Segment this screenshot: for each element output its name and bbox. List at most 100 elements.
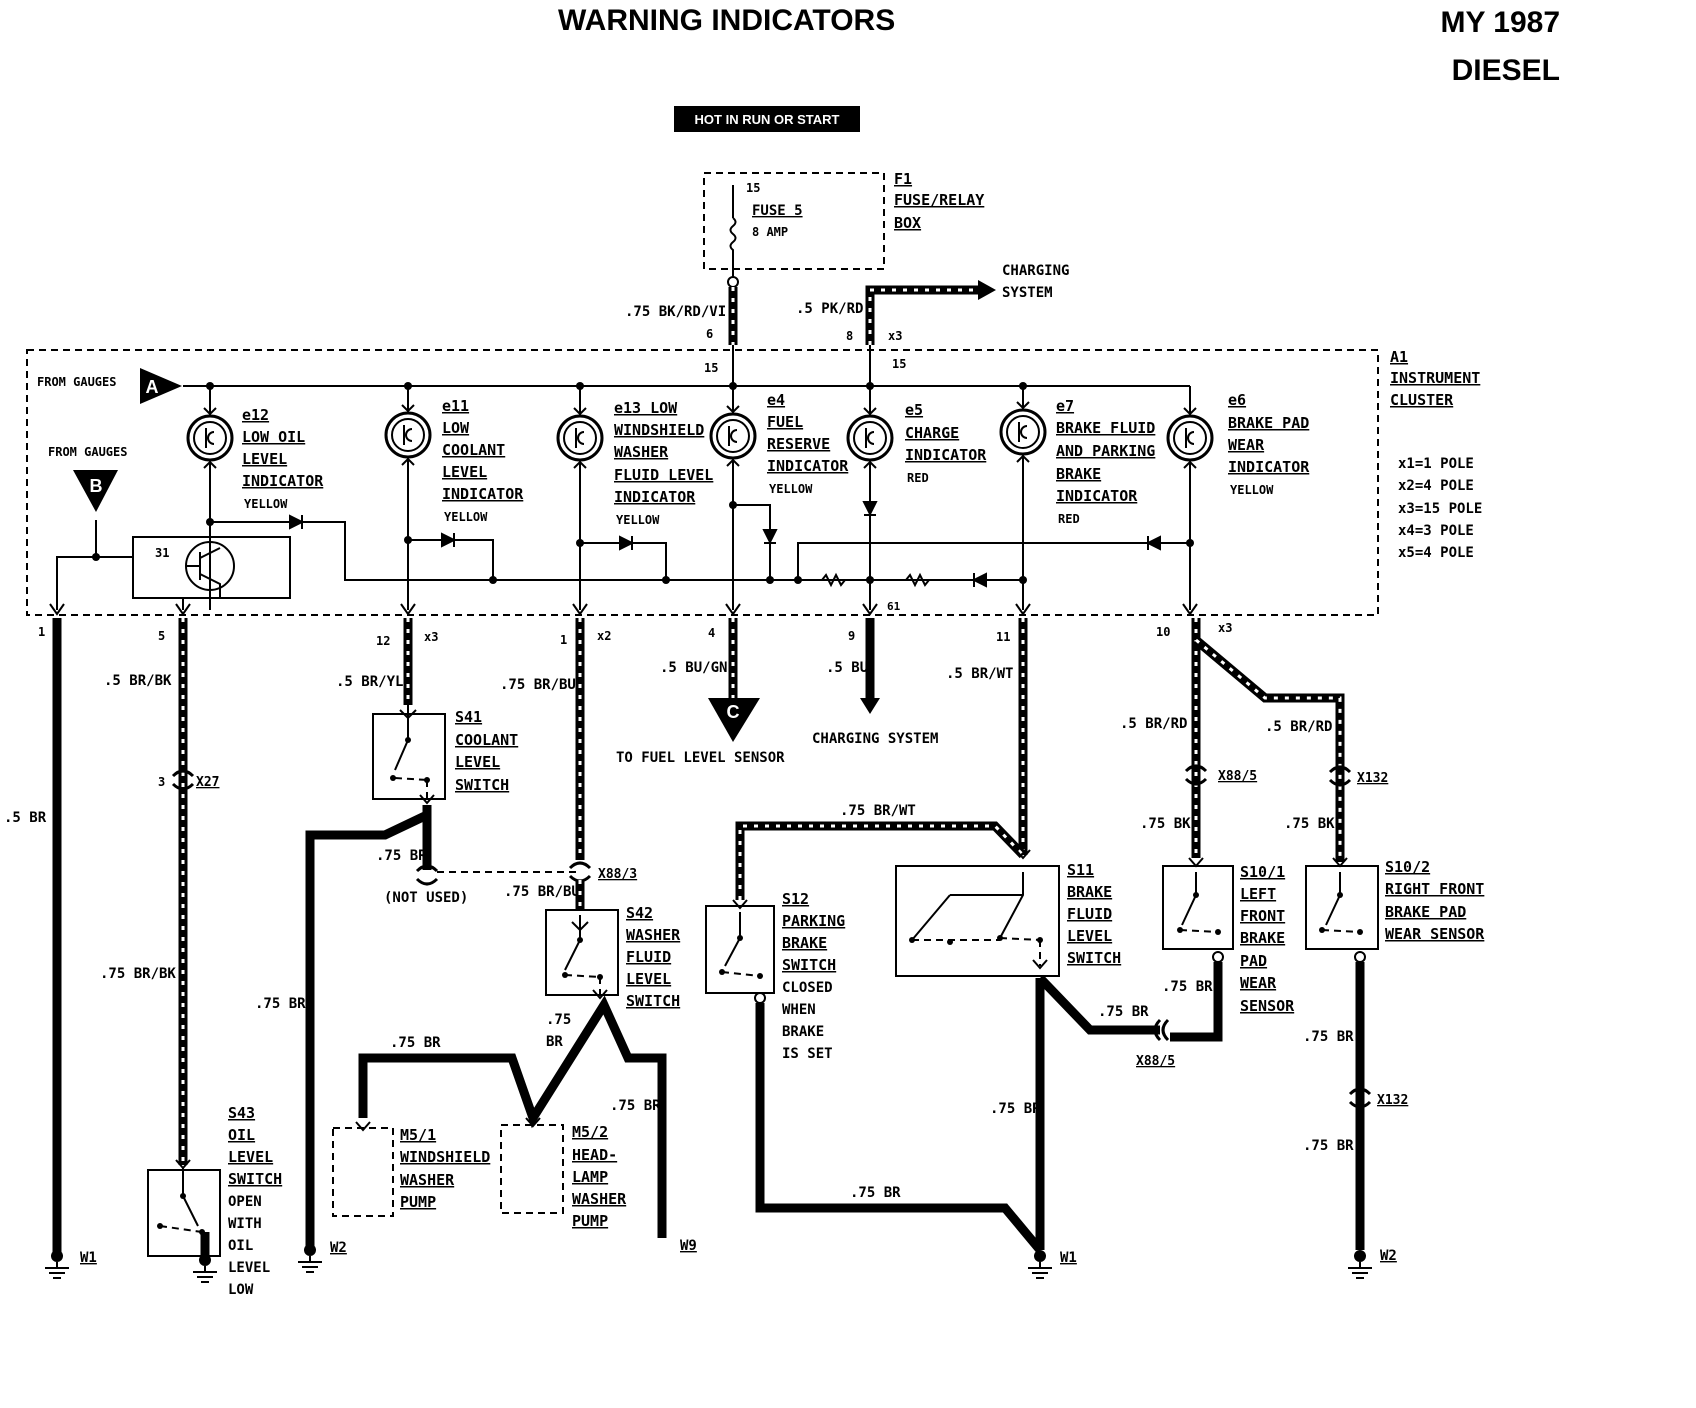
- svg-text:PARKING: PARKING: [782, 912, 845, 930]
- svg-text:S10/2: S10/2: [1385, 858, 1430, 876]
- schematic: WARNING INDICATORS MY 1987 DIESEL HOT IN…: [4, 4, 1560, 1298]
- svg-text:FROM GAUGES: FROM GAUGES: [37, 375, 116, 389]
- svg-text:A1: A1: [1390, 348, 1408, 366]
- brake-fluid-level-switch: S11 BRAKE FLUID LEVEL SWITCH: [895, 849, 1121, 977]
- svg-text:YELLOW: YELLOW: [444, 510, 488, 524]
- svg-text:WASHER: WASHER: [572, 1190, 627, 1208]
- svg-text:LAMP: LAMP: [572, 1168, 608, 1186]
- svg-text:61: 61: [887, 600, 901, 613]
- right-front-brake-pad-sensor: S10/2 RIGHT FRONT BRAKE PAD WEAR SENSOR: [1305, 857, 1485, 963]
- svg-text:SENSOR: SENSOR: [1240, 997, 1295, 1015]
- svg-text:BRAKE: BRAKE: [1240, 929, 1285, 947]
- lamp-e7-label: e7 BRAKE FLUID AND PARKING BRAKE INDICAT…: [1056, 397, 1155, 526]
- svg-text:x2=4 POLE: x2=4 POLE: [1398, 478, 1474, 494]
- svg-text:COOLANT: COOLANT: [442, 441, 505, 459]
- svg-text:15: 15: [704, 361, 718, 375]
- svg-text:LEVEL: LEVEL: [455, 753, 500, 771]
- wire-pumps: [358, 995, 667, 1238]
- svg-text:M5/2: M5/2: [572, 1123, 608, 1141]
- svg-text:X132: X132: [1377, 1093, 1408, 1108]
- svg-text:WINDSHIELD: WINDSHIELD: [400, 1148, 490, 1166]
- svg-text:INDICATOR: INDICATOR: [242, 472, 324, 490]
- svg-text:.5 BR/BK: .5 BR/BK: [104, 673, 172, 689]
- svg-text:.75 BR: .75 BR: [990, 1101, 1041, 1117]
- svg-text:RESERVE: RESERVE: [767, 435, 830, 453]
- svg-text:.75 BK: .75 BK: [1140, 816, 1191, 832]
- svg-text:.75 BR: .75 BR: [1162, 979, 1213, 995]
- svg-text:BR: BR: [546, 1034, 563, 1050]
- svg-text:B: B: [90, 476, 103, 496]
- svg-text:SYSTEM: SYSTEM: [1002, 285, 1053, 301]
- svg-text:PUMP: PUMP: [572, 1212, 608, 1230]
- svg-text:LEFT: LEFT: [1240, 885, 1276, 903]
- svg-text:WITH: WITH: [228, 1216, 262, 1232]
- svg-text:3: 3: [158, 775, 165, 789]
- svg-text:.5 BR/YL: .5 BR/YL: [336, 674, 403, 690]
- svg-text:WEAR: WEAR: [1240, 974, 1277, 992]
- svg-text:YELLOW: YELLOW: [769, 482, 813, 496]
- svg-text:15: 15: [892, 357, 906, 371]
- engine-type: DIESEL: [1452, 54, 1560, 87]
- svg-text:INDICATOR: INDICATOR: [767, 457, 849, 475]
- svg-text:x5=4 POLE: x5=4 POLE: [1398, 545, 1474, 561]
- svg-text:INDICATOR: INDICATOR: [442, 485, 524, 503]
- svg-text:1: 1: [38, 625, 45, 639]
- svg-text:LOW OIL: LOW OIL: [242, 428, 305, 446]
- svg-text:.75: .75: [546, 1012, 571, 1028]
- svg-text:e12: e12: [242, 406, 269, 424]
- svg-text:A: A: [146, 377, 159, 397]
- svg-text:FROM GAUGES: FROM GAUGES: [48, 445, 127, 459]
- svg-text:X132: X132: [1357, 771, 1388, 786]
- svg-text:S11: S11: [1067, 861, 1094, 879]
- svg-text:.5 BR: .5 BR: [4, 810, 47, 826]
- svg-text:8: 8: [846, 329, 853, 343]
- svg-text:.5 BU: .5 BU: [826, 660, 868, 676]
- ground-w9: W9: [680, 1238, 697, 1254]
- svg-text:.75 BR: .75 BR: [1303, 1029, 1354, 1045]
- connector-a-flag: [140, 368, 182, 404]
- svg-text:e7: e7: [1056, 397, 1074, 415]
- svg-text:FUSE/RELAY: FUSE/RELAY: [894, 191, 984, 209]
- svg-text:LEVEL: LEVEL: [228, 1260, 270, 1276]
- svg-text:SWITCH: SWITCH: [228, 1170, 282, 1188]
- svg-text:BRAKE: BRAKE: [782, 934, 827, 952]
- svg-text:CHARGING: CHARGING: [1002, 263, 1069, 279]
- svg-text:F1: F1: [894, 170, 912, 188]
- svg-text:INDICATOR: INDICATOR: [1056, 487, 1138, 505]
- svg-text:.75 BR: .75 BR: [390, 1035, 441, 1051]
- diodes: [289, 501, 1161, 588]
- hot-in-run-label: HOT IN RUN OR START: [674, 106, 860, 132]
- lamp-e12-label: e12 LOW OIL LEVEL INDICATOR YELLOW: [242, 406, 324, 511]
- svg-text:.5 BR/RD: .5 BR/RD: [1265, 719, 1332, 735]
- svg-text:x1=1 POLE: x1=1 POLE: [1398, 456, 1474, 472]
- svg-text:WINDSHIELD: WINDSHIELD: [614, 421, 704, 439]
- svg-text:.5 BU/GN: .5 BU/GN: [660, 660, 727, 676]
- svg-text:BRAKE: BRAKE: [782, 1024, 824, 1040]
- svg-text:LEVEL: LEVEL: [1067, 927, 1112, 945]
- svg-text:LEVEL: LEVEL: [228, 1148, 273, 1166]
- svg-text:.75 BR: .75 BR: [850, 1185, 901, 1201]
- svg-text:INSTRUMENT: INSTRUMENT: [1390, 369, 1480, 387]
- svg-text:X88/5: X88/5: [1136, 1054, 1175, 1069]
- svg-text:SWITCH: SWITCH: [626, 992, 680, 1010]
- svg-text:FLUID LEVEL: FLUID LEVEL: [614, 466, 713, 484]
- instrument-cluster-outline: [26, 349, 1379, 616]
- svg-text:e4: e4: [767, 391, 785, 409]
- svg-text:.75 BR/BU: .75 BR/BU: [504, 884, 580, 900]
- svg-text:BRAKE FLUID: BRAKE FLUID: [1056, 419, 1155, 437]
- svg-text:IS SET: IS SET: [782, 1046, 833, 1062]
- svg-text:x3=15 POLE: x3=15 POLE: [1398, 501, 1482, 517]
- transistor-block: 31: [132, 536, 291, 599]
- fuel-level-sensor-label: TO FUEL LEVEL SENSOR: [616, 750, 785, 766]
- svg-text:X88/3: X88/3: [598, 867, 637, 882]
- lamp-e13-label: e13 LOW WINDSHIELD WASHER FLUID LEVEL IN…: [614, 399, 713, 527]
- ground-w1-right: W1: [1060, 1250, 1077, 1266]
- svg-text:COOLANT: COOLANT: [455, 731, 518, 749]
- wiring-diagram-page: { "title": "WARNING INDICATORS", "model_…: [4, 4, 1560, 1298]
- svg-text:12: 12: [376, 634, 390, 648]
- svg-text:OIL: OIL: [228, 1126, 255, 1144]
- svg-text:WEAR SENSOR: WEAR SENSOR: [1385, 925, 1485, 943]
- svg-text:10: 10: [1156, 625, 1170, 639]
- svg-text:INDICATOR: INDICATOR: [905, 446, 987, 464]
- svg-text:S41: S41: [455, 708, 482, 726]
